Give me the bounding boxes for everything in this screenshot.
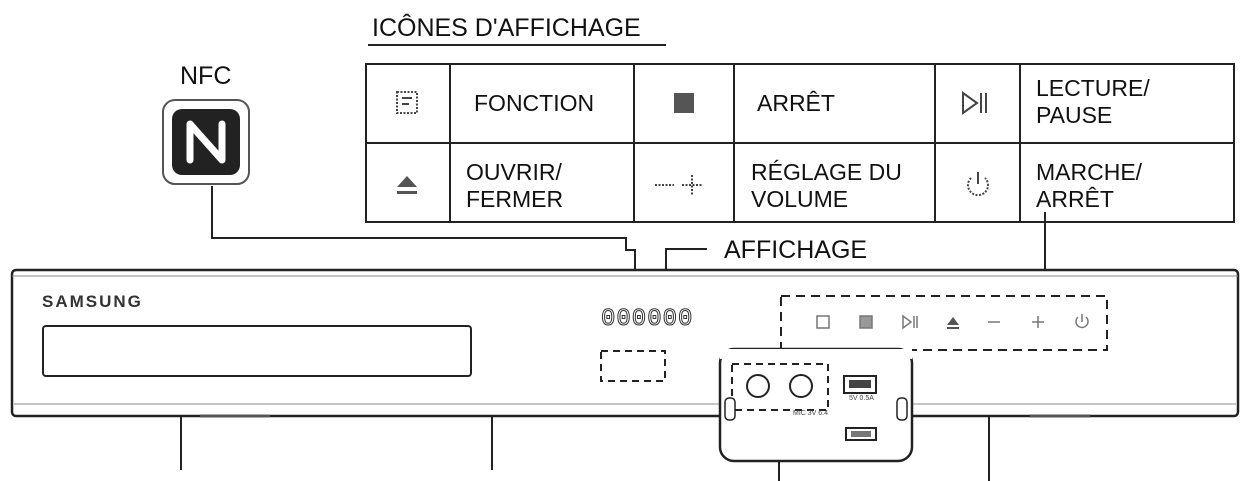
label-play-pause: LECTURE/ PAUSE <box>1036 75 1150 128</box>
mic-jack-2 <box>789 374 813 398</box>
volume-minus-plus-icon <box>655 175 702 195</box>
display-label: AFFICHAGE <box>724 236 868 264</box>
disc-tray <box>42 325 472 377</box>
label-function: FONCTION <box>474 90 595 116</box>
panel-play-pause-icon <box>902 314 913 330</box>
label-open-close: OUVRIR/ FERMER <box>466 159 564 212</box>
usb-port-label: 5V 0.5A <box>849 395 874 402</box>
mic-port-area <box>731 363 829 411</box>
display-digits: 000000 <box>600 306 694 334</box>
panel-power-icon <box>1075 316 1089 329</box>
icon-table-heading: ICÔNES D'AFFICHAGE <box>372 14 641 42</box>
play-pause-icon <box>962 91 987 115</box>
power-icon <box>967 172 989 197</box>
function-icon <box>396 91 418 114</box>
nfc-logo <box>162 99 250 185</box>
heading-underline <box>368 44 666 46</box>
stop-icon <box>674 93 694 113</box>
label-power: MARCHE/ ARRÊT <box>1036 159 1143 212</box>
panel-eject-icon <box>947 317 959 325</box>
port-cover <box>718 347 914 463</box>
mic-port-label: MIC 3V 6.4 <box>793 410 829 417</box>
icon-table-grid <box>365 63 1235 223</box>
main-unit <box>10 268 1240 418</box>
panel-buttons <box>816 314 1089 330</box>
label-stop: ARRÊT <box>757 90 835 116</box>
eject-icon <box>397 176 417 194</box>
remote-sensor-area <box>600 350 666 382</box>
label-volume: RÉGLAGE DU VOLUME <box>751 159 902 212</box>
panel-function-icon <box>816 315 830 329</box>
nfc-label: NFC <box>180 62 232 90</box>
panel-stop-icon <box>859 315 873 329</box>
nfc-callout-line <box>211 186 636 271</box>
button-panel-outline <box>780 295 1108 351</box>
mic-jack-1 <box>746 374 770 398</box>
brand-logo-text: SAMSUNG <box>42 292 143 311</box>
